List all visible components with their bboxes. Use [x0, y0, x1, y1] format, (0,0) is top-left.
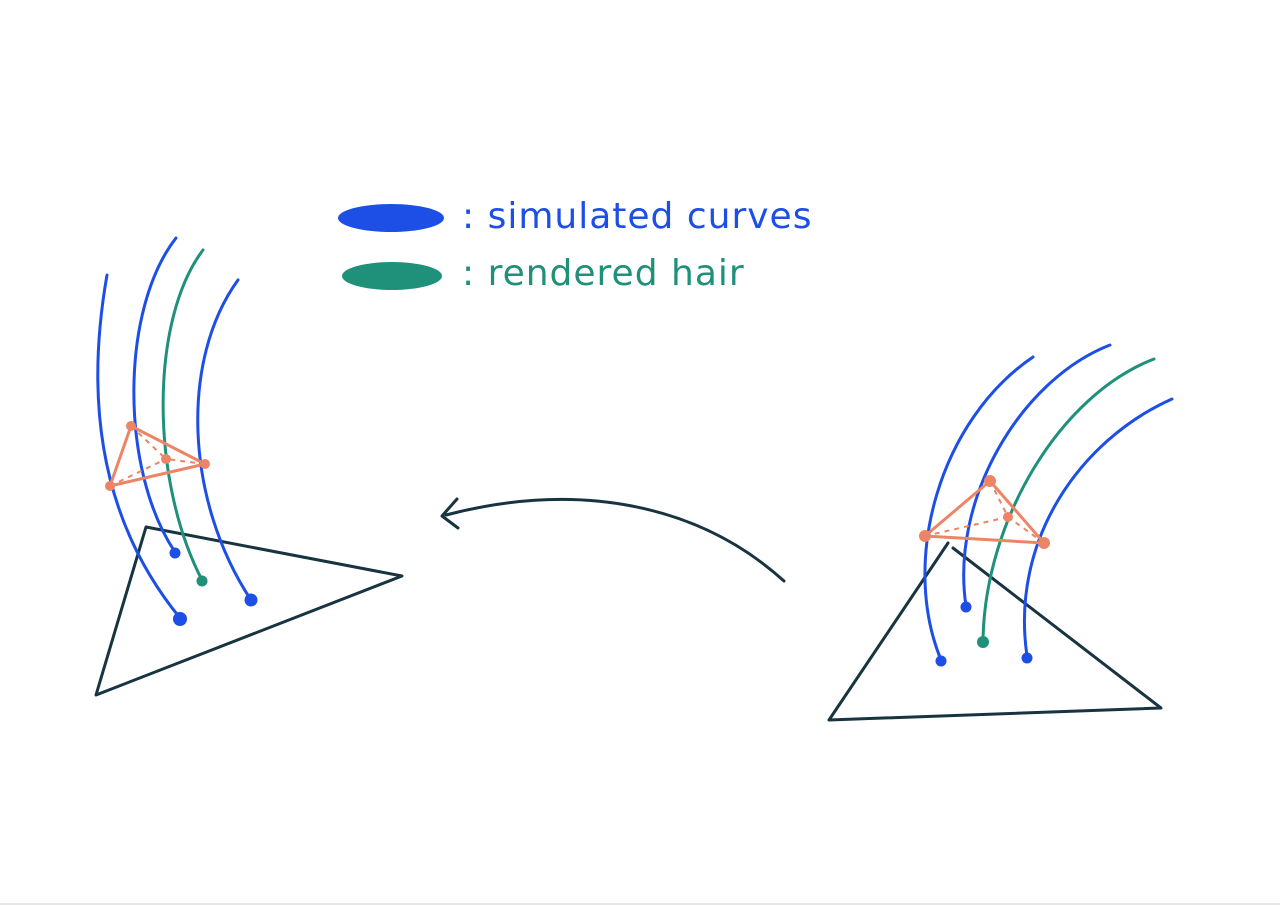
left-simulated-curve-2: [132, 236, 178, 554]
right-scene: [827, 343, 1174, 722]
right-simulated-root-2: [960, 601, 972, 613]
right-mesh-triangle: [827, 541, 1163, 722]
arrow-shaft: [444, 497, 786, 583]
left-rendered-hair: [161, 248, 205, 582]
transfer-arrow: [440, 497, 786, 583]
bottom-divider: [0, 903, 1280, 905]
left-simulated-root-3: [244, 593, 258, 607]
right-simulated-curve-1: [923, 355, 1035, 662]
right-simulated-root-1: [935, 655, 947, 667]
right-binding-tetrahedron: [919, 475, 1050, 549]
left-binding-tetrahedron: [105, 421, 210, 491]
right-simulated-root-3: [1021, 652, 1033, 664]
legend-swatch-simulated: [338, 204, 444, 232]
left-simulated-curve-3: [196, 278, 253, 602]
right-rendered-hair: [981, 357, 1156, 642]
left-scene: [94, 236, 404, 697]
left-simulated-curve-1: [96, 273, 182, 620]
legend-label-rendered: : rendered hair: [462, 253, 745, 294]
right-rendered-root: [977, 636, 989, 648]
right-simulated-curve-3: [1022, 397, 1174, 658]
right-simulated-curve-2: [962, 343, 1112, 608]
legend-item-rendered: : rendered hair: [342, 253, 745, 294]
legend: : simulated curves : rendered hair: [338, 196, 812, 294]
left-simulated-root-1: [173, 612, 187, 626]
left-simulated-root-2: [169, 547, 181, 559]
legend-swatch-rendered: [342, 262, 442, 290]
legend-label-simulated: : simulated curves: [462, 196, 812, 237]
arrow-head: [440, 497, 460, 530]
left-rendered-root: [196, 575, 208, 587]
left-mesh-triangle: [94, 525, 404, 697]
legend-item-simulated: : simulated curves: [338, 196, 812, 237]
